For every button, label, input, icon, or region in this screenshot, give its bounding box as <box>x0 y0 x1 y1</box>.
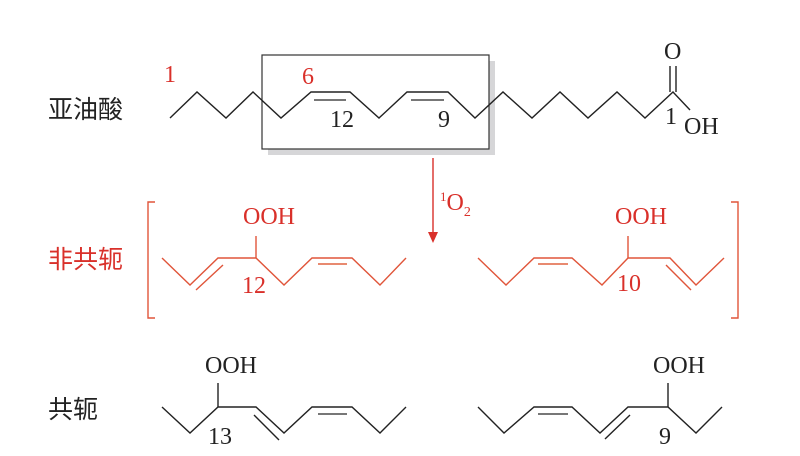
highlight-box <box>261 54 490 150</box>
carbonyl-oxygen-label: O <box>664 39 681 65</box>
non-conjugated-10-chain <box>477 257 725 286</box>
non-conjugated-12-chain <box>161 257 407 286</box>
ooh-label: OOH <box>243 204 295 230</box>
right-bracket <box>731 201 739 319</box>
linoleic-acid-chain <box>169 91 691 119</box>
label-linoleic-acid: 亚油酸 <box>48 95 123 124</box>
left-bracket <box>147 201 155 319</box>
trans-double-bond <box>665 264 692 291</box>
conjugated-13-chain <box>161 406 407 434</box>
position-9-label: 9 <box>438 107 450 133</box>
trans-double-bond <box>253 414 280 441</box>
label-conjugated: 共轭 <box>48 395 98 424</box>
label-non-conjugated: 非共轭 <box>48 245 123 274</box>
conjugated-9-chain <box>477 406 723 434</box>
trans-double-bond <box>604 414 631 440</box>
omega-6-label: 6 <box>302 64 314 90</box>
arrow-head-icon <box>428 232 438 243</box>
singlet-oxygen-label: 1O2 <box>440 189 471 220</box>
position-10-label: 10 <box>617 271 641 297</box>
omega-1-label: 1 <box>164 62 176 88</box>
ooh-label: OOH <box>653 353 705 379</box>
trans-double-bond <box>195 264 224 291</box>
carbon-1-label: 1 <box>665 104 677 130</box>
ooh-label: OOH <box>615 204 667 230</box>
position-13-label: 13 <box>208 424 232 450</box>
ooh-label: OOH <box>205 353 257 379</box>
position-12-label: 12 <box>242 273 266 299</box>
position-12-label: 12 <box>330 107 354 133</box>
position-9-label: 9 <box>659 424 671 450</box>
hydroxyl-label: OH <box>684 114 719 140</box>
